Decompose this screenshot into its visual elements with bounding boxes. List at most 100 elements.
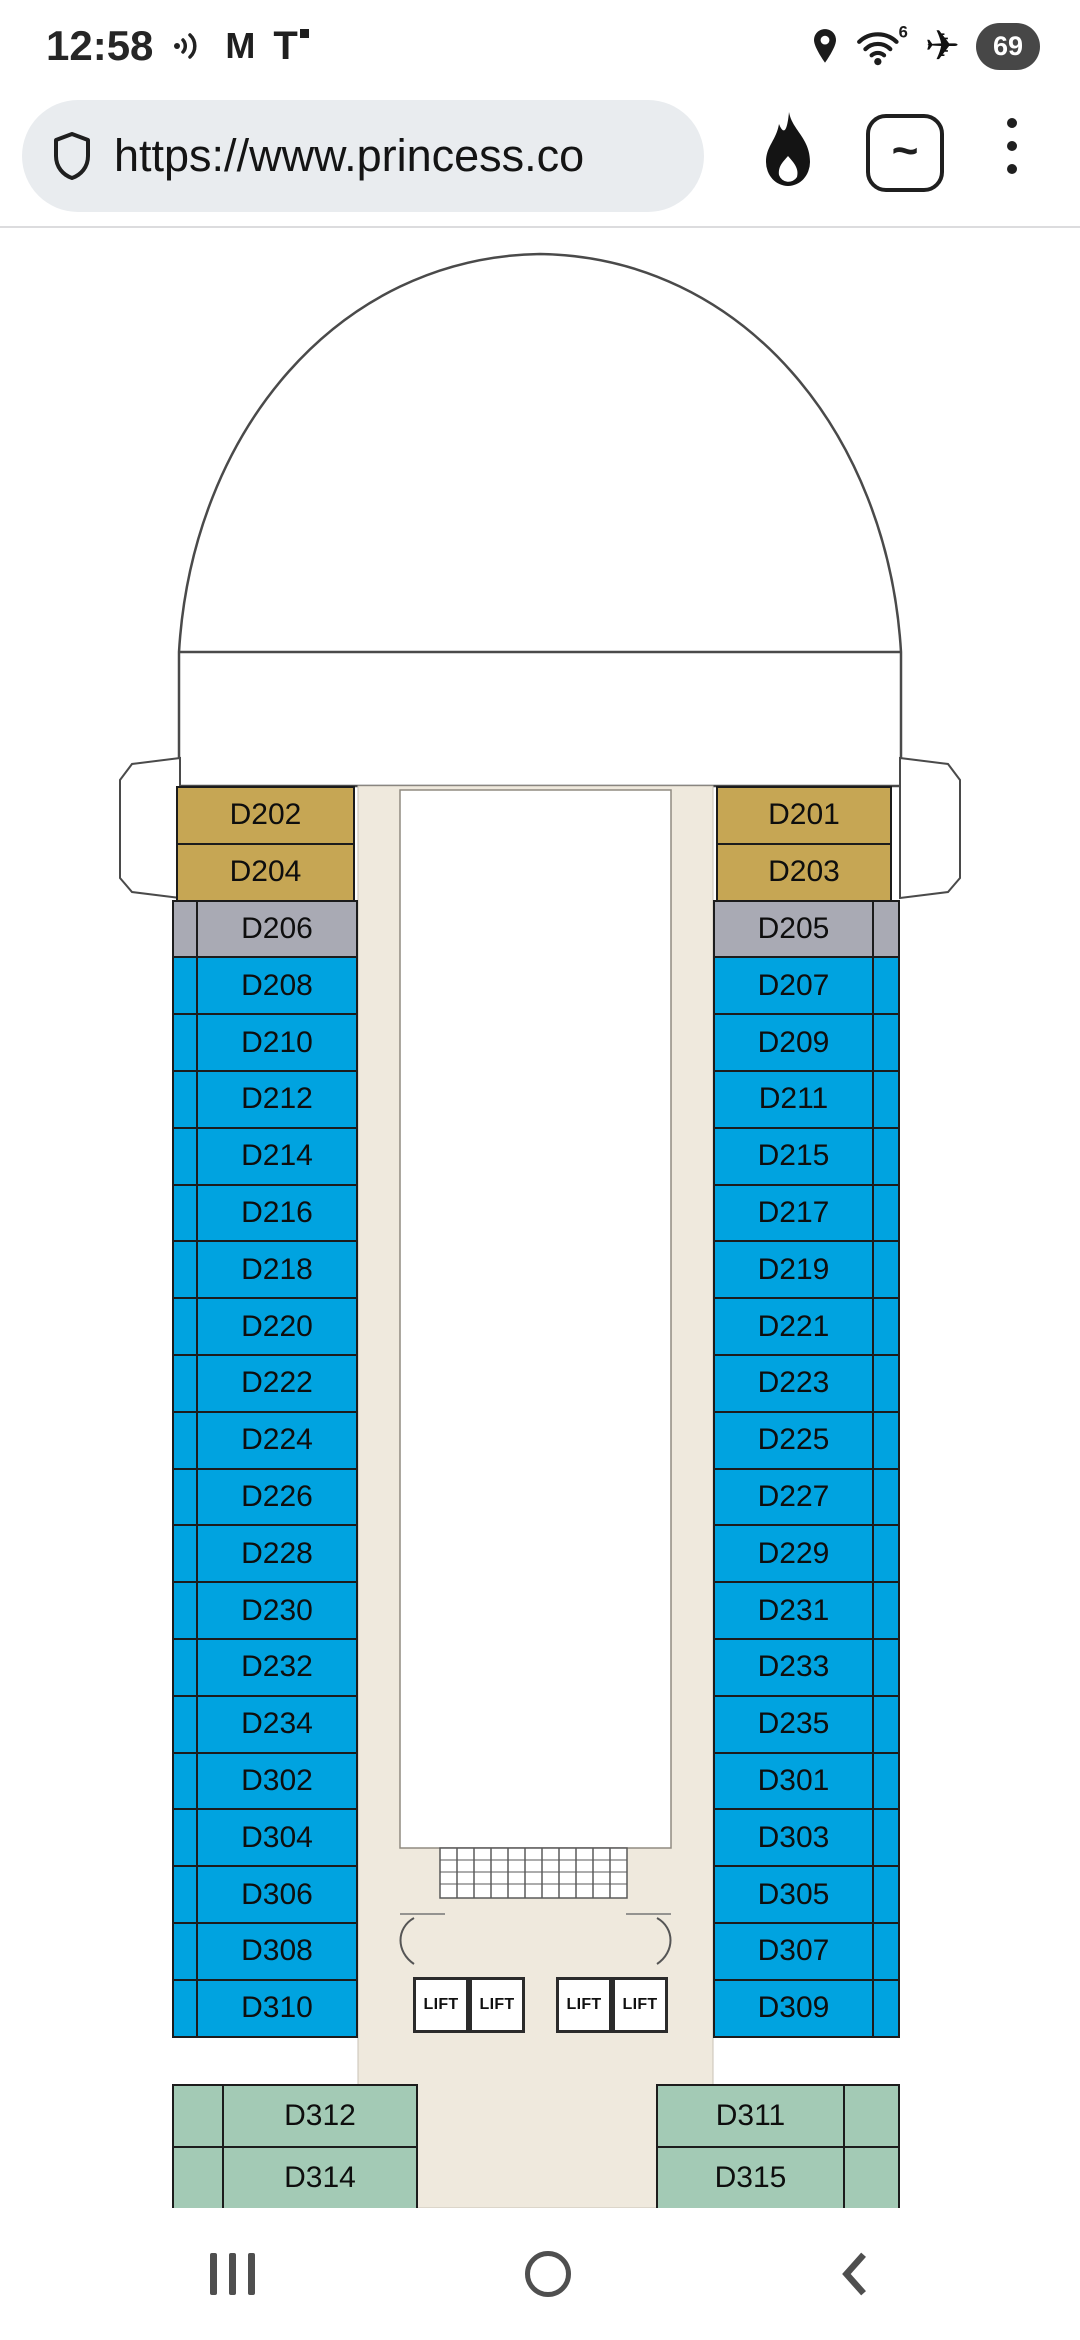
cabin-label: D302 (241, 1763, 313, 1797)
cabin-D302[interactable]: D302 (196, 1751, 358, 1811)
cabin-D223[interactable]: D223 (713, 1353, 874, 1413)
cabin-label: D208 (241, 968, 313, 1002)
cabin-label: D315 (714, 2161, 787, 2194)
balcony-strip (172, 1467, 198, 1527)
stairs (439, 1847, 628, 1899)
cabin-row: D212 (172, 1069, 358, 1129)
cabin-row: D218 (172, 1240, 358, 1300)
cabin-label: D310 (241, 1991, 313, 2025)
cabin-label: D225 (757, 1423, 830, 1457)
cabin-D222[interactable]: D222 (196, 1353, 358, 1413)
cabin-D229[interactable]: D229 (713, 1524, 874, 1584)
cabin-row: D227 (713, 1467, 900, 1527)
cabin-label: D235 (757, 1707, 830, 1741)
cabin-D234[interactable]: D234 (196, 1694, 358, 1754)
cabin-D230[interactable]: D230 (196, 1581, 358, 1640)
cabin-row: D225 (713, 1410, 900, 1470)
cabin-label: D205 (757, 911, 830, 945)
cabin-row: D231 (713, 1581, 900, 1640)
cabin-D219[interactable]: D219 (713, 1240, 874, 1300)
cabin-D211[interactable]: D211 (713, 1069, 874, 1129)
cabin-D207[interactable]: D207 (713, 956, 874, 1016)
clock: 12:58 (46, 22, 154, 69)
cabin-label: D314 (284, 2161, 356, 2194)
cabin-D305[interactable]: D305 (713, 1865, 874, 1924)
cabin-D210[interactable]: D210 (196, 1013, 358, 1072)
cabin-label: D307 (757, 1934, 830, 1968)
cabin-row: D217 (713, 1183, 900, 1243)
cabin-D228[interactable]: D228 (196, 1524, 358, 1584)
cabin-D301[interactable]: D301 (713, 1751, 874, 1811)
balcony-strip (172, 1921, 198, 1981)
cabin-D212[interactable]: D212 (196, 1069, 358, 1129)
cabin-label: D220 (241, 1309, 313, 1343)
cabin-D204[interactable]: D204 (176, 842, 355, 902)
cabin-row: D201 (713, 786, 900, 845)
lift-2: LIFT (469, 1977, 525, 2033)
cabin-D220[interactable]: D220 (196, 1297, 358, 1356)
balcony-strip (172, 1581, 198, 1640)
balcony-strip (172, 1013, 198, 1072)
cabin-D225[interactable]: D225 (713, 1410, 874, 1470)
cabin-D224[interactable]: D224 (196, 1410, 358, 1470)
gmail-icon: M (225, 25, 256, 66)
menu-icon[interactable] (1006, 118, 1018, 174)
cabin-D201[interactable]: D201 (716, 786, 892, 845)
cabin-D203[interactable]: D203 (716, 842, 892, 902)
cabin-D312[interactable]: D312 (222, 2084, 418, 2148)
back-button[interactable] (840, 2250, 870, 2298)
cabin-D227[interactable]: D227 (713, 1467, 874, 1527)
cabin-D226[interactable]: D226 (196, 1467, 358, 1527)
cabin-label: D228 (241, 1536, 313, 1570)
cabin-D311[interactable]: D311 (656, 2084, 845, 2148)
cabin-D232[interactable]: D232 (196, 1637, 358, 1697)
cabin-D215[interactable]: D215 (713, 1126, 874, 1186)
wireless-icon (174, 33, 197, 59)
cabin-D217[interactable]: D217 (713, 1183, 874, 1243)
cabin-label: D230 (241, 1593, 313, 1627)
cabin-D231[interactable]: D231 (713, 1581, 874, 1640)
balcony-strip (872, 1297, 900, 1356)
cabin-label: D229 (757, 1536, 830, 1570)
cabin-row: D228 (172, 1524, 358, 1584)
cabin-row: D303 (713, 1808, 900, 1868)
cabin-row: D311 (656, 2084, 900, 2148)
cabin-D202[interactable]: D202 (176, 786, 355, 845)
cabin-D206[interactable]: D206 (196, 899, 358, 959)
balcony-strip (172, 899, 198, 959)
cabin-D221[interactable]: D221 (713, 1297, 874, 1356)
cabin-D218[interactable]: D218 (196, 1240, 358, 1300)
cabin-D308[interactable]: D308 (196, 1921, 358, 1981)
cabin-sub-cell (172, 2084, 224, 2148)
cabin-D303[interactable]: D303 (713, 1808, 874, 1868)
balcony-strip (872, 1921, 900, 1981)
cabin-D235[interactable]: D235 (713, 1694, 874, 1754)
balcony-strip (172, 956, 198, 1016)
cabin-D306[interactable]: D306 (196, 1865, 358, 1924)
flame-icon[interactable] (756, 110, 820, 194)
toolbar-divider (0, 226, 1080, 228)
cabin-D205[interactable]: D205 (713, 899, 874, 959)
cabin-D309[interactable]: D309 (713, 1978, 874, 2038)
home-button[interactable] (524, 2251, 571, 2297)
cabin-D310[interactable]: D310 (196, 1978, 358, 2038)
cabin-label: D312 (284, 2099, 356, 2132)
address-bar[interactable]: https://www.princess.co (22, 100, 704, 212)
recents-button[interactable] (210, 2253, 255, 2295)
cabin-label: D234 (241, 1707, 313, 1741)
cabin-row: D302 (172, 1751, 358, 1811)
cabin-D209[interactable]: D209 (713, 1013, 874, 1072)
cabin-D314[interactable]: D314 (222, 2146, 418, 2210)
cabin-D216[interactable]: D216 (196, 1183, 358, 1243)
app-shortcut-icon[interactable]: ~ (866, 114, 944, 192)
cabin-D304[interactable]: D304 (196, 1808, 358, 1868)
cabin-D307[interactable]: D307 (713, 1921, 874, 1981)
cabin-label: D210 (241, 1025, 313, 1059)
balcony-strip (872, 956, 900, 1016)
cabin-D214[interactable]: D214 (196, 1126, 358, 1186)
cabin-D208[interactable]: D208 (196, 956, 358, 1016)
cabin-D315[interactable]: D315 (656, 2146, 845, 2210)
balcony-strip (872, 1467, 900, 1527)
cabin-D233[interactable]: D233 (713, 1637, 874, 1697)
